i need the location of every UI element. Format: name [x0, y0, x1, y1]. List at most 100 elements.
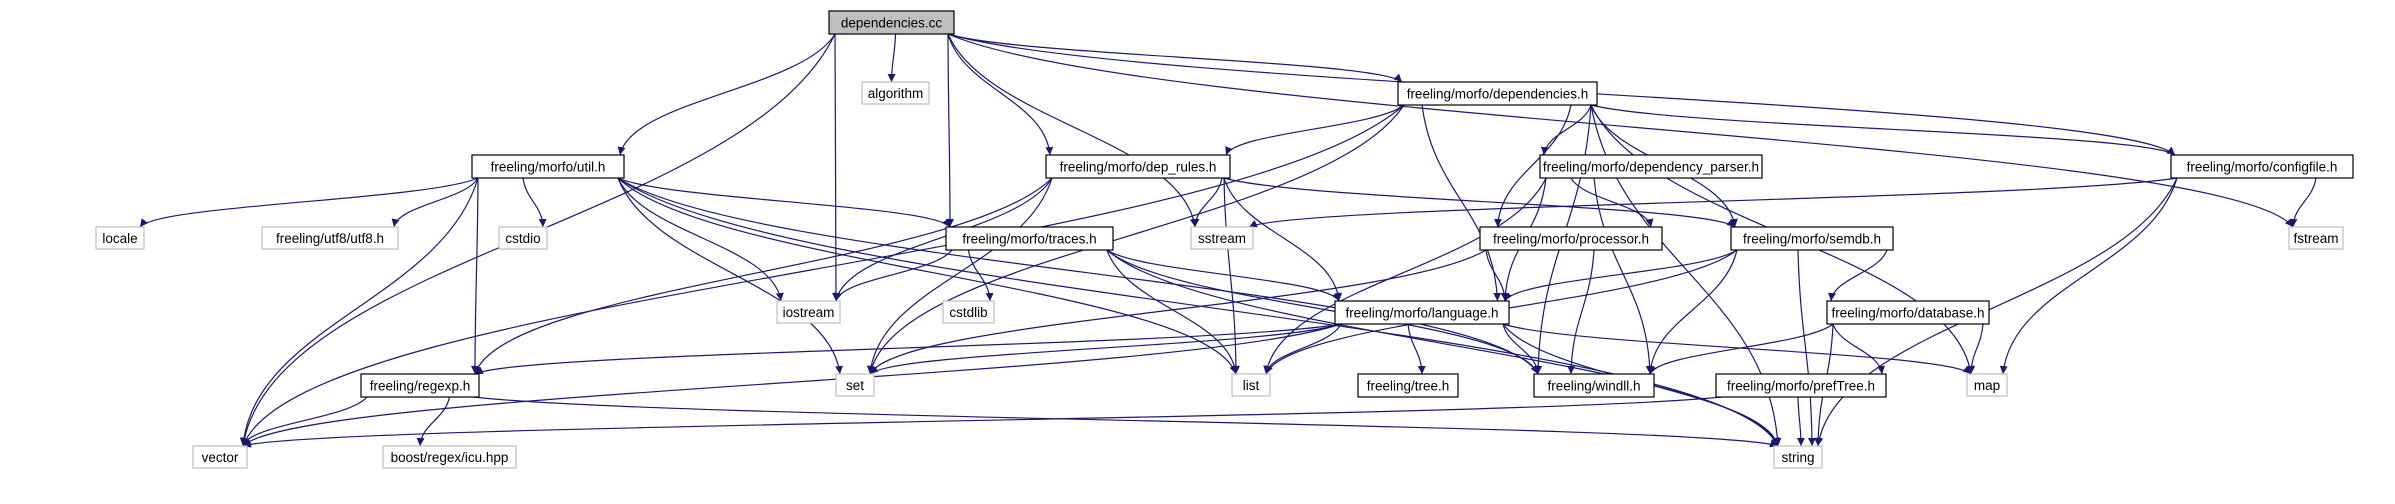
edge-database-h-to-windll-h: [1649, 323, 1834, 375]
node-box: [1397, 81, 1598, 106]
node-label: sstream: [1198, 231, 1246, 246]
edge-line: [947, 33, 2294, 228]
edge-preftree-h-to-string: [1796, 396, 1805, 447]
node-language-h[interactable]: freeling/morfo/language.h: [1334, 300, 1510, 325]
node-label: string: [1781, 450, 1814, 465]
node-label: fstream: [2293, 231, 2338, 246]
node-box: [1045, 154, 1231, 179]
node-database-h[interactable]: freeling/morfo/database.h: [1826, 300, 1990, 325]
edge-line: [834, 249, 953, 302]
edge-line: [416, 396, 451, 447]
edge-deps-h-to-set: [867, 104, 1405, 375]
edge-processor-h-to-windll-h: [1567, 249, 1595, 375]
node-label: freeling/morfo/prefTree.h: [1727, 379, 1875, 394]
edge-line: [1421, 104, 1502, 302]
edge-line: [1590, 104, 2176, 156]
node-box: [1334, 300, 1510, 325]
node-label: freeling/morfo/util.h: [491, 160, 606, 175]
node-deps-cc[interactable]: dependencies.cc: [828, 10, 955, 35]
node-box: [1533, 373, 1655, 398]
node-box: [261, 226, 399, 250]
node-box: [1539, 154, 1763, 179]
node-label: freeling/morfo/database.h: [1831, 306, 1984, 321]
edge-deprules-h-to-language-h: [1223, 177, 1343, 302]
node-util-h[interactable]: freeling/morfo/util.h: [471, 154, 625, 179]
node-list: list: [1231, 373, 1271, 397]
node-tree-h[interactable]: freeling/tree.h: [1357, 373, 1459, 398]
node-box: [192, 445, 248, 469]
edge-line: [241, 396, 368, 447]
node-label: locale: [102, 231, 137, 246]
node-traces-h[interactable]: freeling/morfo/traces.h: [945, 226, 1114, 251]
node-preftree-h[interactable]: freeling/morfo/prefTree.h: [1715, 373, 1887, 398]
node-deprules-h[interactable]: freeling/morfo/dep_rules.h: [1045, 154, 1231, 179]
edge-configfile-h-to-fstream: [2289, 177, 2317, 228]
edge-deps-cc-to-configfile-h: [947, 33, 2176, 156]
edge-line: [617, 33, 836, 156]
edge-regexp-h-to-boost-icu: [416, 396, 451, 447]
node-label: freeling/morfo/dep_rules.h: [1060, 160, 1217, 175]
edge-depparser-h-to-list: [1263, 177, 1547, 375]
edge-line: [1223, 177, 1736, 228]
edge-line: [1223, 177, 1343, 302]
node-cstdio: cstdio: [498, 226, 548, 250]
edge-line: [1567, 249, 1595, 375]
edge-deps-cc-to-deprules-h: [947, 33, 1054, 156]
edge-deps-cc-to-sstream: [947, 33, 1198, 228]
node-processor-h[interactable]: freeling/morfo/processor.h: [1479, 226, 1663, 251]
node-box: [471, 154, 625, 179]
edge-traces-h-to-iostream: [834, 249, 953, 302]
node-box: [498, 226, 548, 250]
edge-deps-cc-to-util-h: [617, 33, 836, 156]
node-locale: locale: [95, 226, 145, 250]
edge-deps-cc-to-deps-h: [947, 33, 1403, 83]
node-label: freeling/morfo/configfile.h: [2187, 160, 2338, 175]
edge-line: [887, 33, 897, 83]
edge-depparser-h-to-windll-h: [1593, 177, 1654, 375]
edge-line: [1828, 249, 1888, 302]
node-configfile-h[interactable]: freeling/morfo/configfile.h: [2170, 154, 2354, 179]
node-label: cstdio: [505, 231, 540, 246]
node-windll-h[interactable]: freeling/windll.h: [1533, 373, 1655, 398]
edge-semdb-h-to-string: [1797, 249, 1816, 447]
edge-line: [866, 177, 1053, 375]
edge-util-h-to-utf8-h: [391, 177, 479, 228]
edge-line: [2289, 177, 2317, 228]
node-box: [861, 81, 930, 105]
node-label: freeling/utf8/utf8.h: [276, 231, 384, 246]
edge-line: [947, 33, 1198, 228]
edge-language-h-to-regexp-h: [474, 323, 1342, 375]
edge-language-h-to-map: [1502, 323, 1972, 375]
edge-line: [1646, 249, 1738, 375]
node-regexp-h[interactable]: freeling/regexp.h: [360, 373, 480, 398]
edge-deps-h-to-depparser-h: [1540, 104, 1592, 156]
edge-language-h-to-list: [1263, 323, 1342, 375]
node-deps-h[interactable]: freeling/morfo/dependencies.h: [1397, 81, 1598, 106]
edge-line: [867, 104, 1405, 375]
node-depparser-h[interactable]: freeling/morfo/dependency_parser.h: [1539, 154, 1763, 179]
edge-semdb-h-to-windll-h: [1646, 249, 1738, 375]
node-box: [360, 373, 480, 398]
node-box: [2170, 154, 2354, 179]
node-label: freeling/tree.h: [1367, 379, 1450, 394]
node-semdb-h[interactable]: freeling/morfo/semdb.h: [1730, 226, 1894, 251]
edge-regexp-h-to-string: [472, 396, 1779, 448]
edge-database-h-to-map: [1967, 323, 1984, 375]
edge-util-h-to-regexp-h: [471, 177, 480, 375]
edge-line: [617, 177, 1238, 375]
node-box: [95, 226, 145, 250]
node-box: [1966, 373, 2008, 397]
edge-util-h-to-vector: [239, 177, 479, 447]
edge-line: [869, 323, 1342, 375]
node-label: list: [1243, 378, 1260, 393]
node-label: map: [1974, 378, 2000, 393]
edge-deprules-h-to-semdb-h: [1223, 177, 1736, 228]
node-box: [2288, 226, 2344, 250]
edge-line: [472, 396, 1779, 448]
node-label: freeling/morfo/processor.h: [1493, 232, 1649, 247]
edge-deps-h-to-language-h: [1421, 104, 1502, 302]
edges-layer: [139, 33, 2317, 448]
edge-line: [869, 249, 1487, 375]
